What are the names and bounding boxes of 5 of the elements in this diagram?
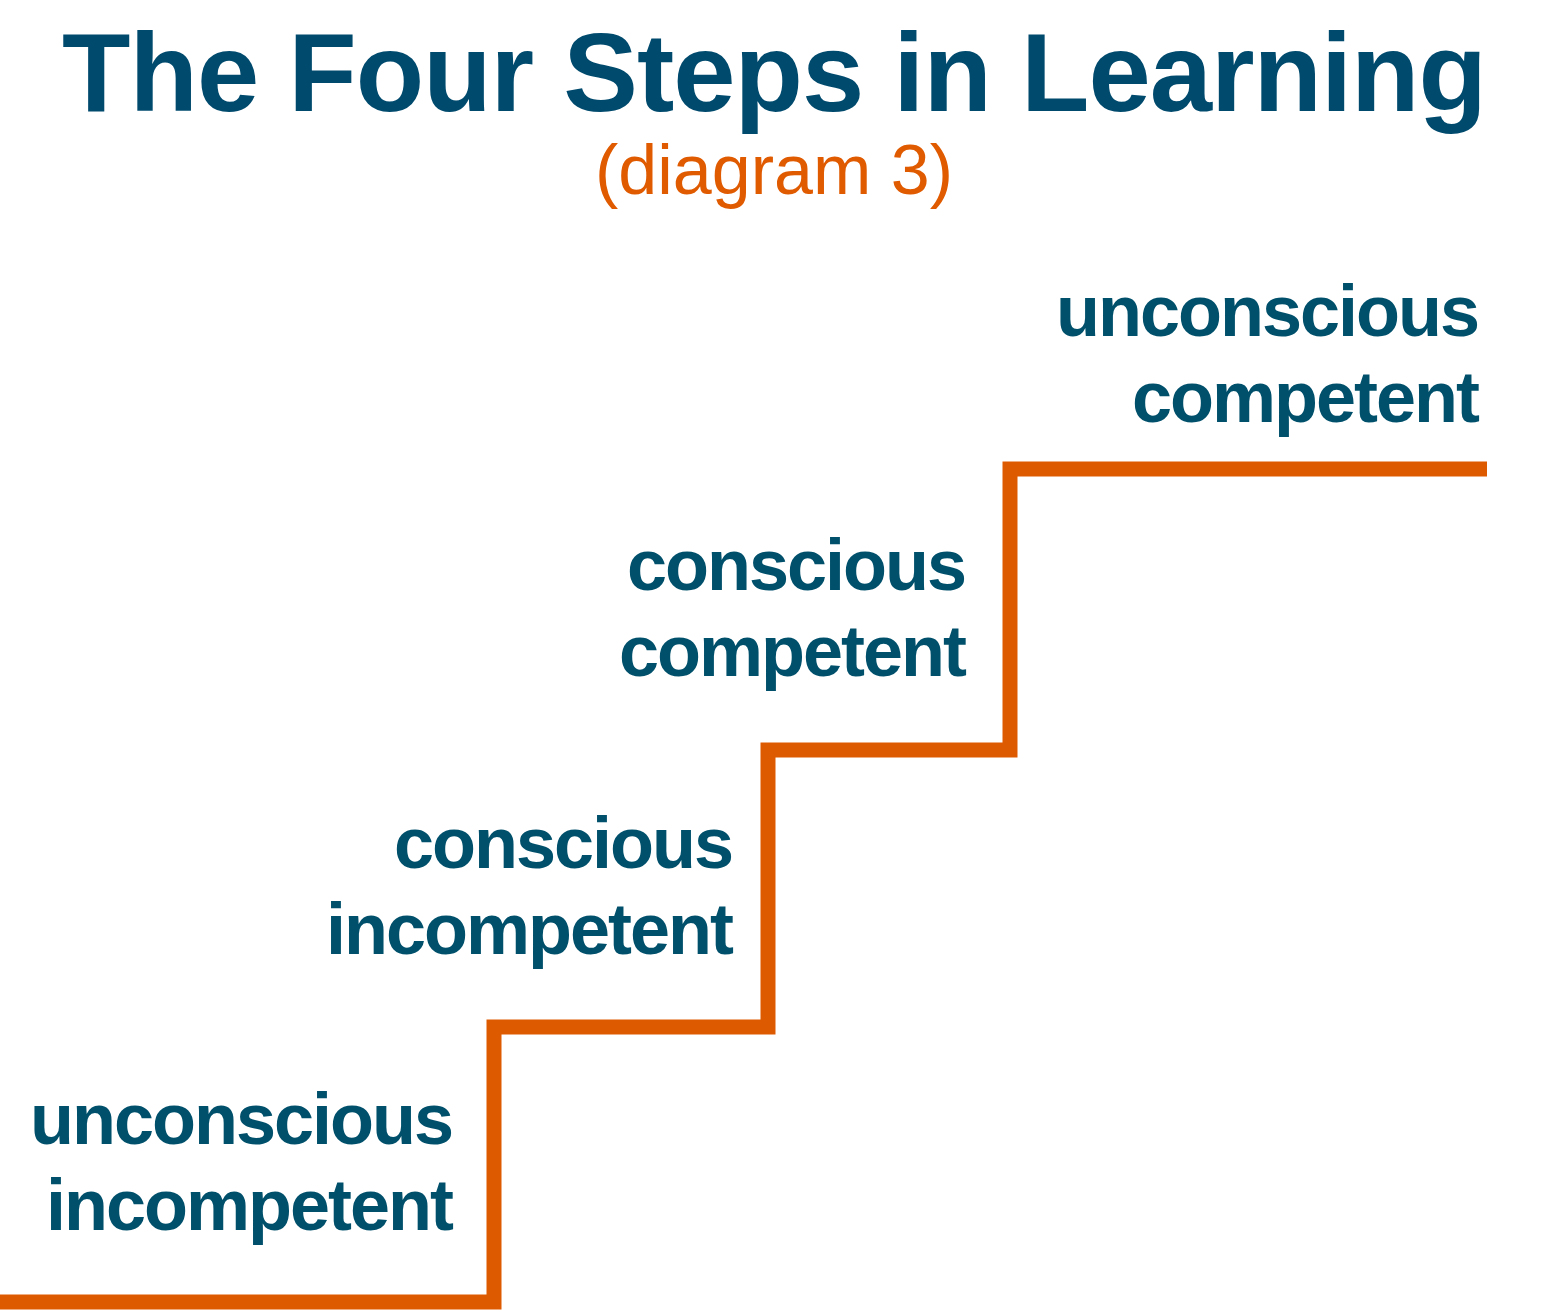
- step-label: unconscious competent: [1054, 270, 1478, 439]
- step-label: conscious competent: [617, 524, 965, 693]
- step-label: conscious incompetent: [324, 802, 732, 971]
- title: The Four Steps in Learning: [61, 9, 1487, 137]
- step-label: unconscious incompetent: [28, 1078, 452, 1247]
